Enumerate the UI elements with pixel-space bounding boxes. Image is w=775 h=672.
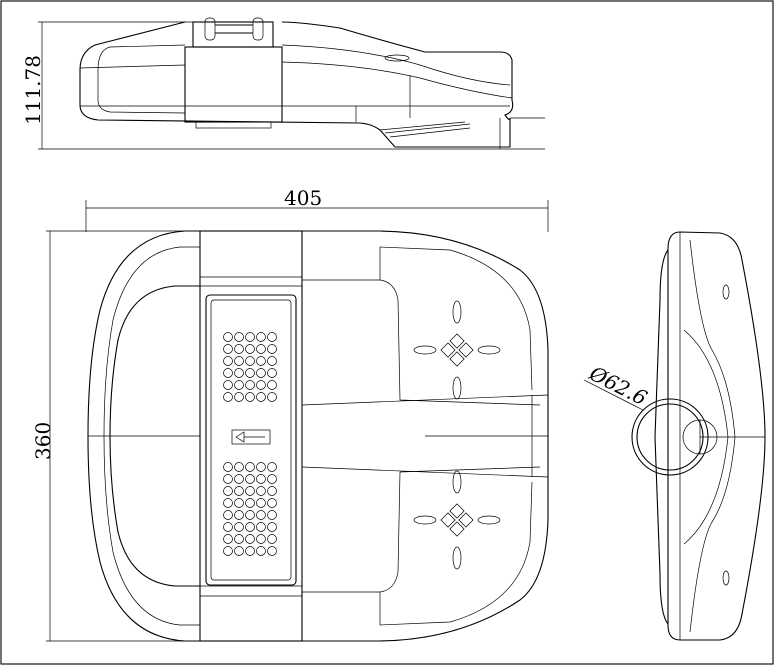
led-module <box>205 294 297 586</box>
led-lens <box>256 392 266 402</box>
diamond-mark <box>440 512 456 528</box>
width-dimension-label: 405 <box>284 186 322 210</box>
led-lens <box>234 344 244 354</box>
led-lens <box>234 546 244 556</box>
led-lens <box>223 380 233 390</box>
led-lens <box>234 462 244 472</box>
led-lens <box>223 392 233 402</box>
led-lens <box>245 522 255 532</box>
led-lens <box>245 380 255 390</box>
led-lens <box>267 522 277 532</box>
led-lens <box>256 486 266 496</box>
led-lens <box>245 474 255 484</box>
led-lens <box>256 462 266 472</box>
led-lens <box>245 486 255 496</box>
led-lens <box>267 546 277 556</box>
led-lens <box>223 344 233 354</box>
led-lens <box>245 534 255 544</box>
led-lens <box>245 332 255 342</box>
oval-slot <box>452 376 462 400</box>
height-dimension-label: 111.78 <box>21 55 45 125</box>
diamond-mark <box>449 503 465 519</box>
diamond-mark <box>449 351 465 367</box>
led-lens <box>234 332 244 342</box>
led-lens <box>256 368 266 378</box>
led-lens <box>223 534 233 544</box>
oval-slot <box>452 300 462 324</box>
led-lens <box>234 380 244 390</box>
led-lens <box>267 474 277 484</box>
led-lens <box>234 474 244 484</box>
led-lens <box>234 498 244 508</box>
led-lens <box>256 510 266 520</box>
led-lens <box>267 534 277 544</box>
led-lens <box>223 498 233 508</box>
led-lens <box>245 462 255 472</box>
led-lens <box>267 486 277 496</box>
led-lens <box>256 522 266 532</box>
led-lens <box>234 510 244 520</box>
led-lens <box>256 534 266 544</box>
led-lens <box>234 486 244 496</box>
oval-slot <box>413 345 437 355</box>
led-lens <box>256 546 266 556</box>
oval-slot <box>477 515 501 525</box>
led-lens <box>267 356 277 366</box>
led-lens <box>223 356 233 366</box>
top-view: 405 360 <box>31 186 549 642</box>
led-lens <box>256 498 266 508</box>
led-lens <box>234 368 244 378</box>
led-lens <box>267 498 277 508</box>
led-lens <box>234 522 244 532</box>
led-lens <box>256 474 266 484</box>
led-lens <box>256 380 266 390</box>
led-lens <box>223 368 233 378</box>
oval-slot <box>477 345 501 355</box>
led-lens <box>256 344 266 354</box>
led-lens <box>223 510 233 520</box>
side-view: 111.78 <box>21 17 545 150</box>
led-lens <box>256 356 266 366</box>
led-lens <box>234 356 244 366</box>
oval-slot <box>413 515 437 525</box>
led-lens <box>267 368 277 378</box>
led-lens <box>256 332 266 342</box>
led-lens <box>223 462 233 472</box>
led-lens <box>245 546 255 556</box>
led-lens <box>267 380 277 390</box>
led-lens <box>234 392 244 402</box>
led-lens <box>267 510 277 520</box>
depth-dimension-label: 360 <box>31 422 55 460</box>
led-lens <box>223 546 233 556</box>
led-lens <box>234 534 244 544</box>
led-lens <box>223 332 233 342</box>
led-lens <box>245 356 255 366</box>
pole-diameter-label: Ø62.6 <box>585 361 651 411</box>
oval-slot <box>452 470 462 494</box>
led-lens <box>223 522 233 532</box>
pole-mount-circle <box>631 398 709 476</box>
led-lens <box>245 344 255 354</box>
diamond-mark <box>449 333 465 349</box>
diamond-mark <box>458 512 474 528</box>
led-lens <box>245 498 255 508</box>
oval-slot <box>452 546 462 570</box>
led-lens <box>267 462 277 472</box>
diamond-mark <box>458 342 474 358</box>
led-lens <box>245 368 255 378</box>
led-lens <box>245 510 255 520</box>
led-lens <box>223 486 233 496</box>
led-lens <box>223 474 233 484</box>
led-lens <box>245 392 255 402</box>
led-lens <box>267 344 277 354</box>
led-lens <box>267 392 277 402</box>
diamond-mark <box>449 521 465 537</box>
led-lens <box>267 332 277 342</box>
diameter-leader-line <box>583 379 644 411</box>
end-view: Ø62.6 <box>583 231 766 641</box>
diamond-mark <box>440 342 456 358</box>
